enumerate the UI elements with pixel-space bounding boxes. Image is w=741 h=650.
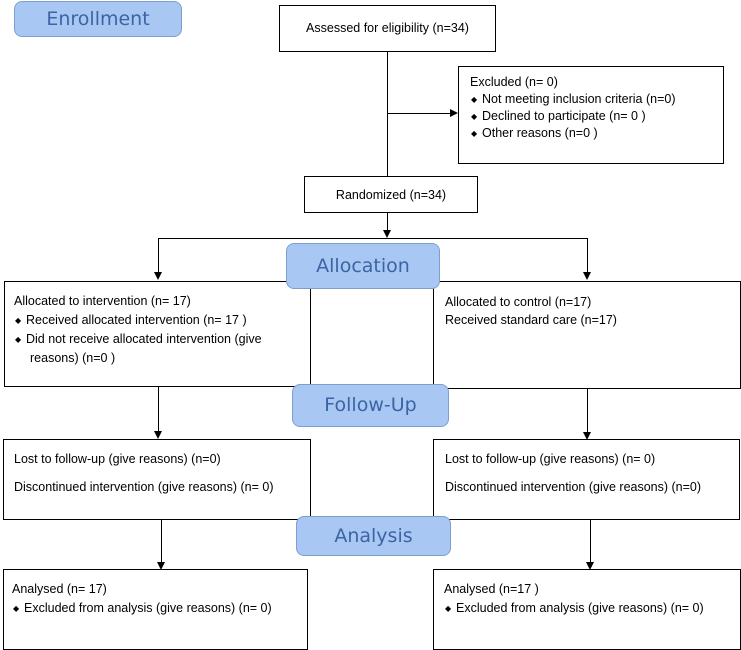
arrowhead-analysis-right [586,562,594,570]
assessed-box: Assessed for eligibility (n=34) [279,5,496,52]
control-analysis-box: Analysed (n=17 ) ◆Excluded from analysis… [433,569,741,650]
control-received-text: Received standard care (n=17) [445,313,617,327]
intervention-lost-text: Lost to follow-up (give reasons) (n=0) [14,452,221,466]
stage-followup: Follow-Up [292,384,449,427]
intervention-not-received-item: ◆Did not receive allocated intervention … [14,330,310,349]
stage-analysis: Analysis [296,516,451,556]
connector-followup-left [158,387,159,431]
connector-branch-left [158,238,159,272]
intervention-not-received-cont: reasons) (n=0 ) [30,351,116,365]
bullet-icon: ◆ [445,604,452,613]
control-discontinued-text: Discontinued intervention (give reasons)… [445,480,702,494]
connector-analysis-right [590,520,591,562]
control-analysed-text: Analysed (n=17 ) [444,582,539,596]
stage-enrollment: Enrollment [14,1,182,37]
randomized-text: Randomized (n=34) [335,188,447,202]
excluded-box: Excluded (n= 0) ◆Not meeting inclusion c… [458,66,724,164]
bullet-icon: ◆ [471,112,478,121]
arrowhead-randomized [383,230,391,238]
arrowhead-followup-right [583,432,591,440]
connector-randomized-down [387,212,388,230]
control-followup-box: Lost to follow-up (give reasons) (n= 0) … [433,439,740,520]
connector-branch-right [587,238,588,272]
bullet-icon: ◆ [15,316,22,325]
intervention-received-item: ◆Received allocated intervention (n= 17 … [14,311,310,330]
excluded-item: ◆Declined to participate (n= 0 ) [471,109,646,123]
intervention-discontinued-text: Discontinued intervention (give reasons)… [14,480,274,494]
intervention-allocation-box: Allocated to intervention (n= 17) ◆Recei… [4,281,311,387]
excluded-title: Excluded (n= 0) [470,75,558,89]
control-excluded-analysis-item: ◆Excluded from analysis (give reasons) (… [444,599,740,618]
control-allocated-text: Allocated to control (n=17) [445,295,592,309]
stage-allocation: Allocation [286,243,440,289]
connector-followup-right [587,389,588,432]
intervention-excluded-analysis-item: ◆Excluded from analysis (give reasons) (… [12,599,307,618]
arrowhead-excluded [450,109,458,117]
control-allocation-box: Allocated to control (n=17) Received sta… [433,281,741,389]
excluded-item: ◆Other reasons (n=0 ) [471,126,598,140]
intervention-allocated-text: Allocated to intervention (n= 17) [14,294,191,308]
bullet-icon: ◆ [471,95,478,104]
bullet-icon: ◆ [15,335,22,344]
excluded-item: ◆Not meeting inclusion criteria (n=0) [471,92,676,106]
intervention-followup-box: Lost to follow-up (give reasons) (n=0) D… [3,439,311,520]
intervention-analysis-box: Analysed (n= 17) ◆Excluded from analysis… [3,569,308,650]
bullet-icon: ◆ [13,604,20,613]
arrowhead-analysis-left [157,562,165,570]
arrowhead-allocation-right [583,272,591,280]
connector-analysis-left [161,520,162,562]
connector-branch-horizontal [158,238,588,239]
randomized-box: Randomized (n=34) [304,176,478,213]
intervention-analysed-text: Analysed (n= 17) [12,582,107,596]
assessed-text: Assessed for eligibility (n=34) [306,21,469,35]
control-lost-text: Lost to follow-up (give reasons) (n= 0) [445,452,656,466]
arrowhead-allocation-left [154,272,162,280]
bullet-icon: ◆ [471,129,478,138]
connector-to-excluded [387,113,450,114]
connector-assessed-randomized [387,52,388,176]
arrowhead-followup-left [154,431,162,439]
